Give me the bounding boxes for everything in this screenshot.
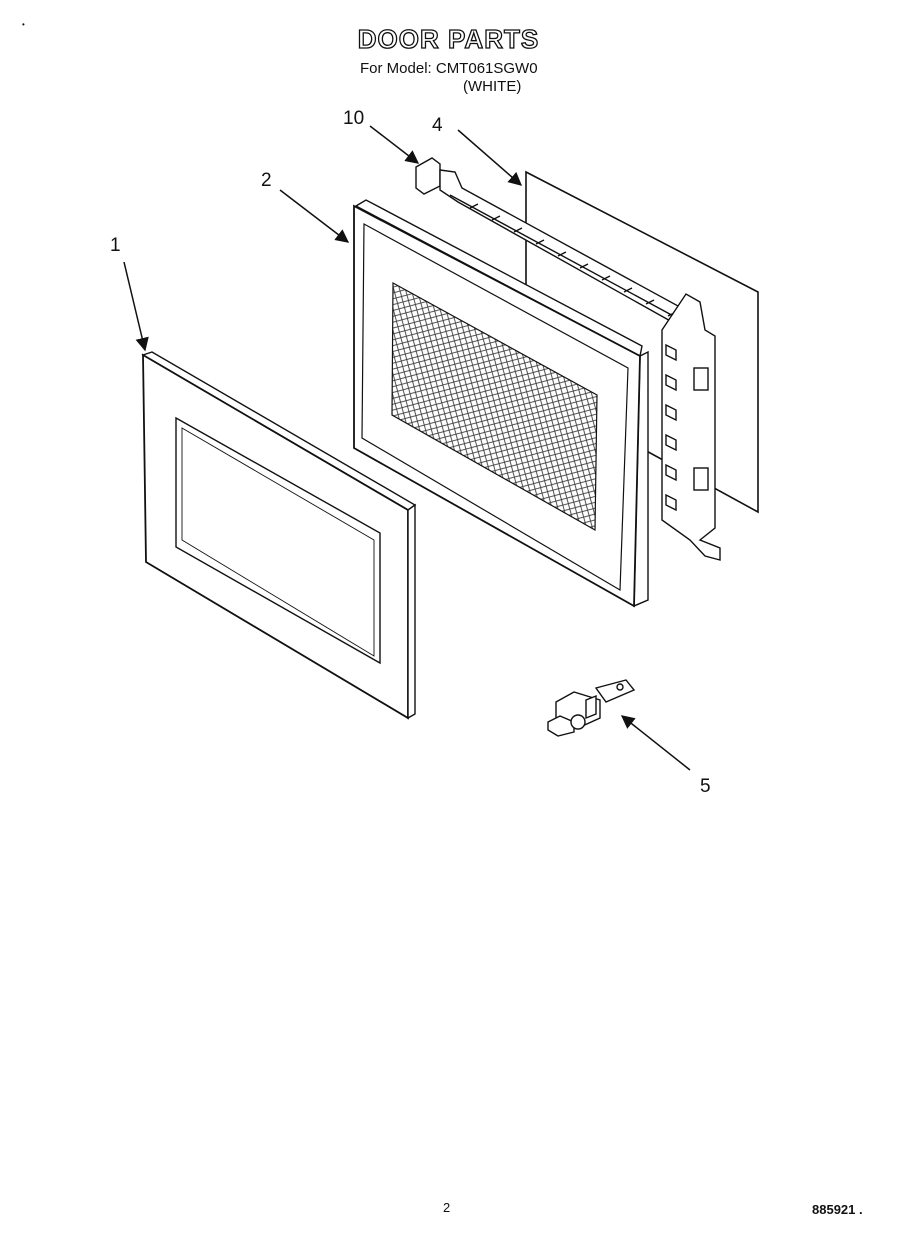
door-frame-outer-icon (141, 351, 417, 720)
callout-2: 2 (261, 170, 272, 191)
callout-1: 1 (110, 235, 121, 256)
callout-leaders (123, 125, 691, 771)
model-line: For Model: CMT061SGW0 (360, 60, 538, 77)
stray-mark: • (22, 20, 25, 29)
page-title: DOOR PARTS (357, 23, 540, 54)
callout-4: 4 (432, 115, 443, 136)
callout-10: 10 (343, 108, 365, 129)
color-line: (WHITE) (463, 78, 522, 95)
page-number: 2 (443, 1200, 451, 1215)
door-assembly-mesh-icon (353, 199, 649, 608)
door-latch-hook-icon (547, 679, 636, 737)
document-code: 885921 . (812, 1202, 863, 1217)
door-side-bracket-icon (661, 293, 721, 561)
callout-5: 5 (700, 776, 711, 797)
model-subtitle: For Model: CMT061SGW0 (WHITE) (360, 60, 538, 96)
